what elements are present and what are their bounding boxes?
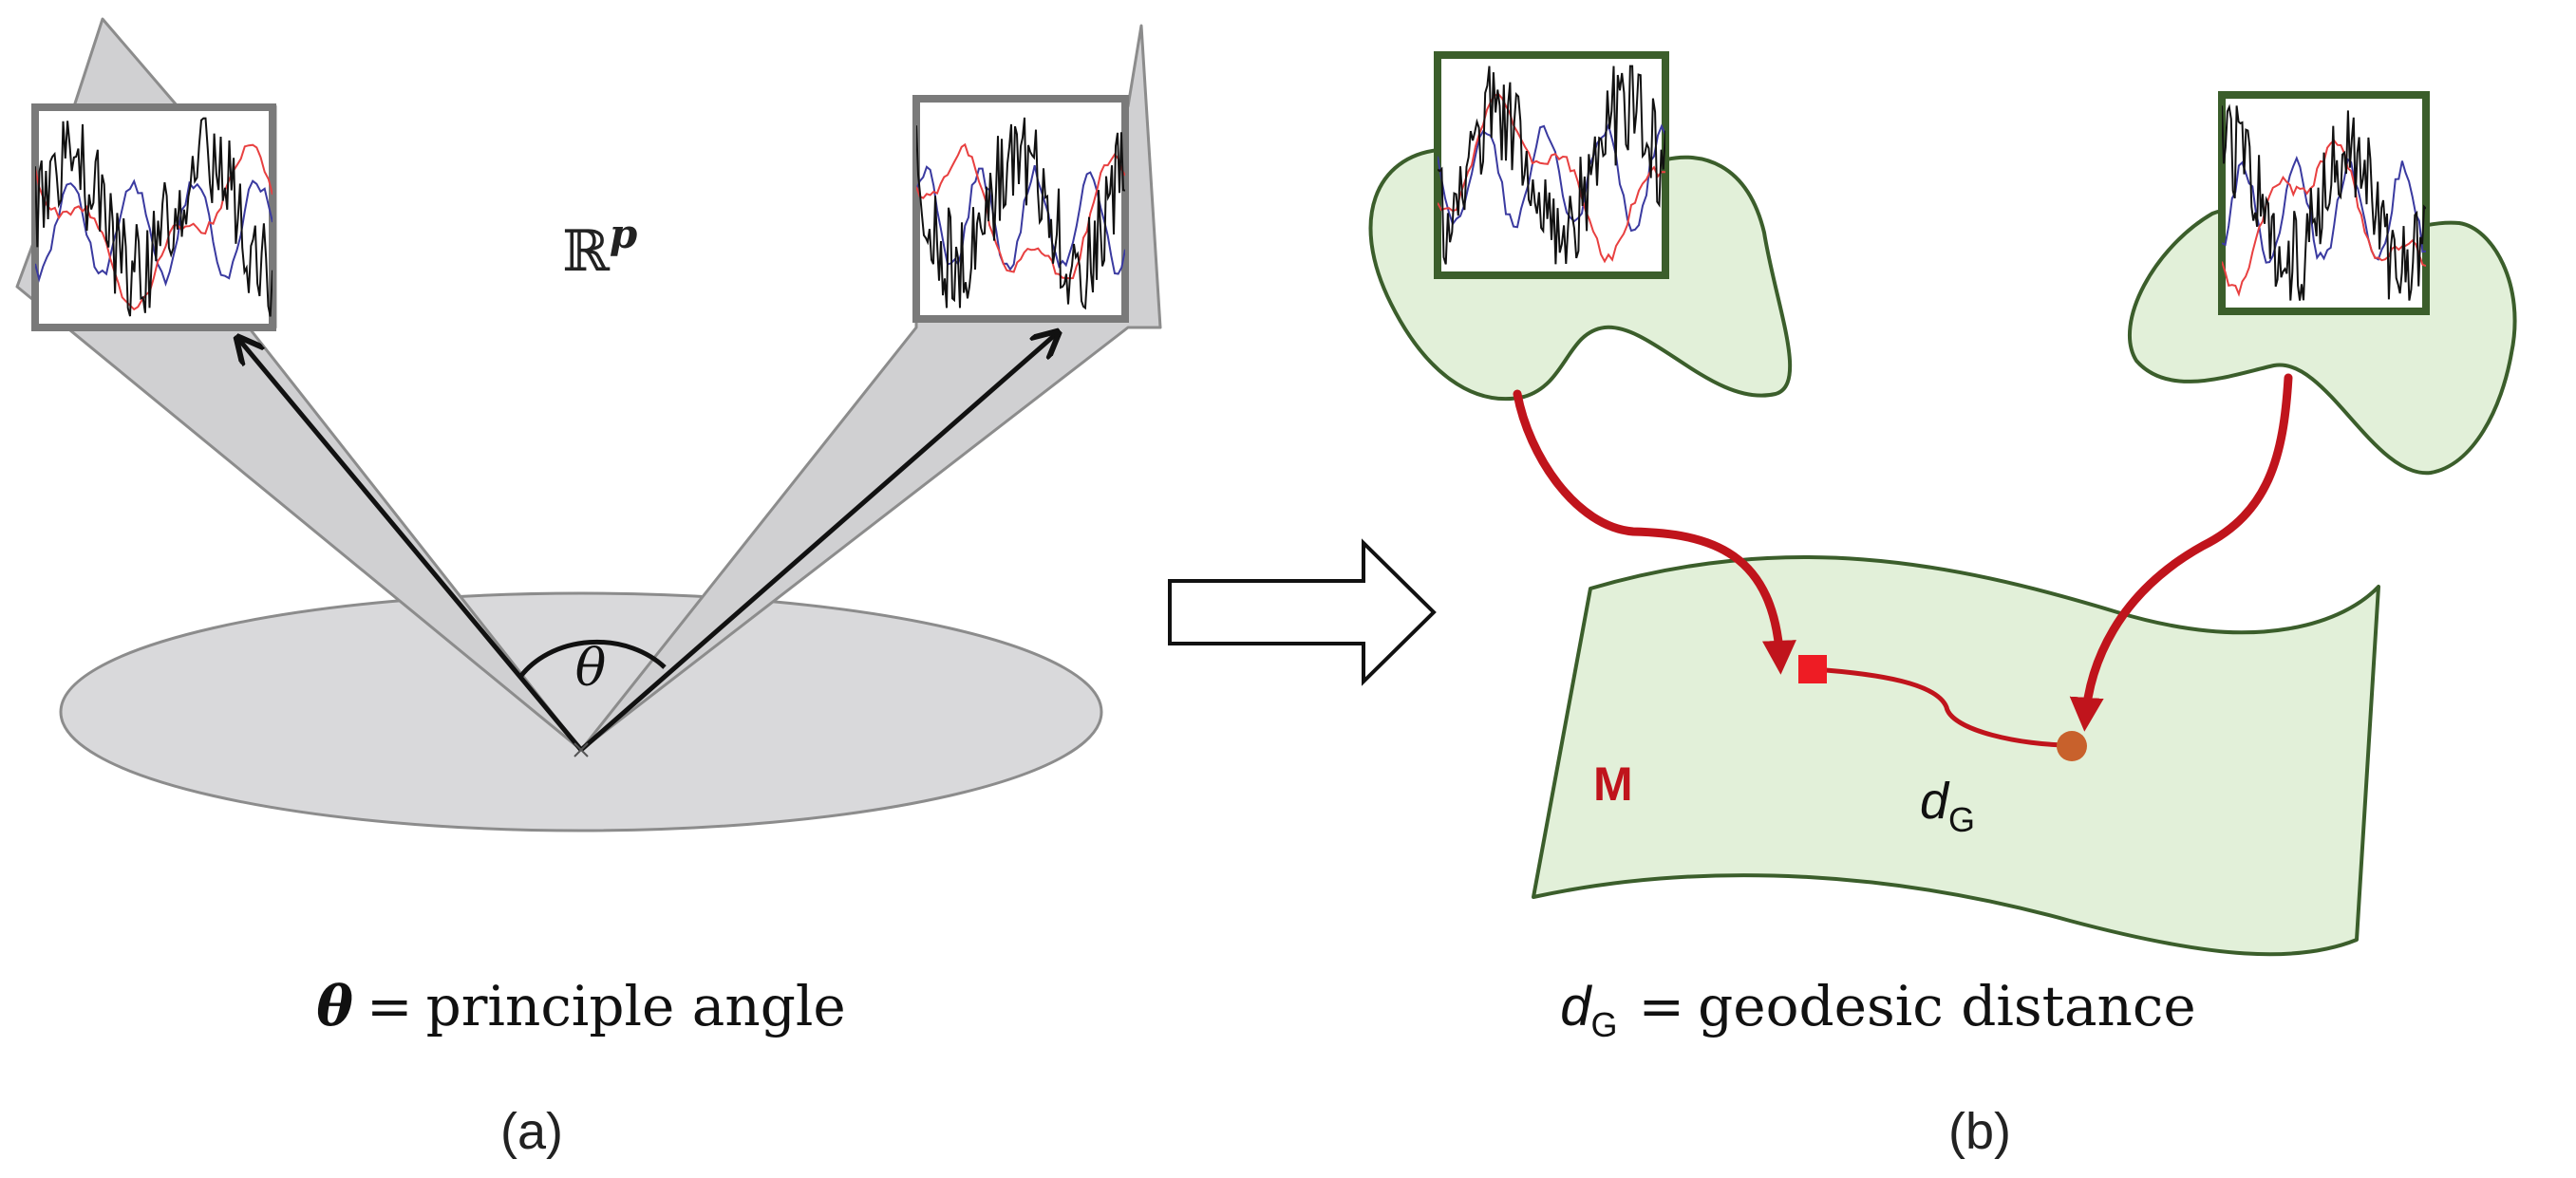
origin-mark xyxy=(573,742,589,757)
signal-trace-black xyxy=(916,117,1125,310)
signal-trace-red xyxy=(916,142,1125,280)
geodesic-distance-label: dG xyxy=(1920,773,1975,839)
panel-b-label: (b) xyxy=(1948,1103,2011,1160)
caption-a-symbol: θ xyxy=(316,974,353,1038)
angle-theta-label: θ xyxy=(575,638,607,698)
signal-trace-black xyxy=(1438,65,1665,265)
panel-b: M dG dG=geodesic distance (b) xyxy=(1368,51,2517,1160)
caption-b-equals: = xyxy=(1639,974,1685,1038)
angle-arc xyxy=(518,639,667,679)
caption-b-symbol: d xyxy=(1560,976,1592,1038)
distance-symbol: d xyxy=(1920,773,1950,830)
space-rp-label: ℝp xyxy=(562,211,637,285)
right-manifold-signal-frame xyxy=(2218,91,2430,315)
signal-trace-blue xyxy=(1438,122,1665,233)
panel-a-label: (a) xyxy=(500,1103,563,1160)
signal-trace-black xyxy=(35,117,273,317)
base-subspace-plane xyxy=(59,591,1103,832)
signal-trace-blue xyxy=(2222,156,2426,264)
right-mapping-arrow xyxy=(2069,373,2293,732)
left-mapping-arrow xyxy=(1513,389,1796,675)
caption-a-text: principle angle xyxy=(426,974,846,1038)
caption-a-equals: = xyxy=(367,974,413,1038)
signal-trace-red xyxy=(1438,92,1665,264)
panel-a: θ ℝp θ=principle angle (a) xyxy=(15,17,1162,1160)
caption-b: dG =geodesic distance xyxy=(1560,974,2195,1044)
manifold-m-label: M xyxy=(1593,757,1633,811)
transition-arrow xyxy=(1168,538,1437,686)
caption-b-subscript: G xyxy=(1591,1005,1618,1044)
left-basis-vector-arrow xyxy=(239,340,583,752)
space-exponent: p xyxy=(610,211,637,257)
right-signal-traces xyxy=(916,117,1125,310)
end-point-marker xyxy=(2057,731,2087,761)
space-symbol: ℝ xyxy=(562,218,611,285)
right-manifold-signal-traces xyxy=(2222,103,2426,301)
geodesic-path xyxy=(1813,666,2071,748)
caption-b-text: geodesic distance xyxy=(1698,974,2196,1038)
left-manifold-signal-traces xyxy=(1438,65,1665,265)
signal-trace-black xyxy=(2222,103,2426,301)
signal-trace-blue xyxy=(35,178,273,287)
caption-a: θ=principle angle xyxy=(316,974,845,1038)
right-basis-vector-arrow xyxy=(579,334,1056,752)
left-signal-traces xyxy=(35,117,273,317)
distance-subscript: G xyxy=(1948,800,1975,839)
start-point-marker xyxy=(1798,655,1827,683)
manifold-sheet xyxy=(1532,555,2380,957)
